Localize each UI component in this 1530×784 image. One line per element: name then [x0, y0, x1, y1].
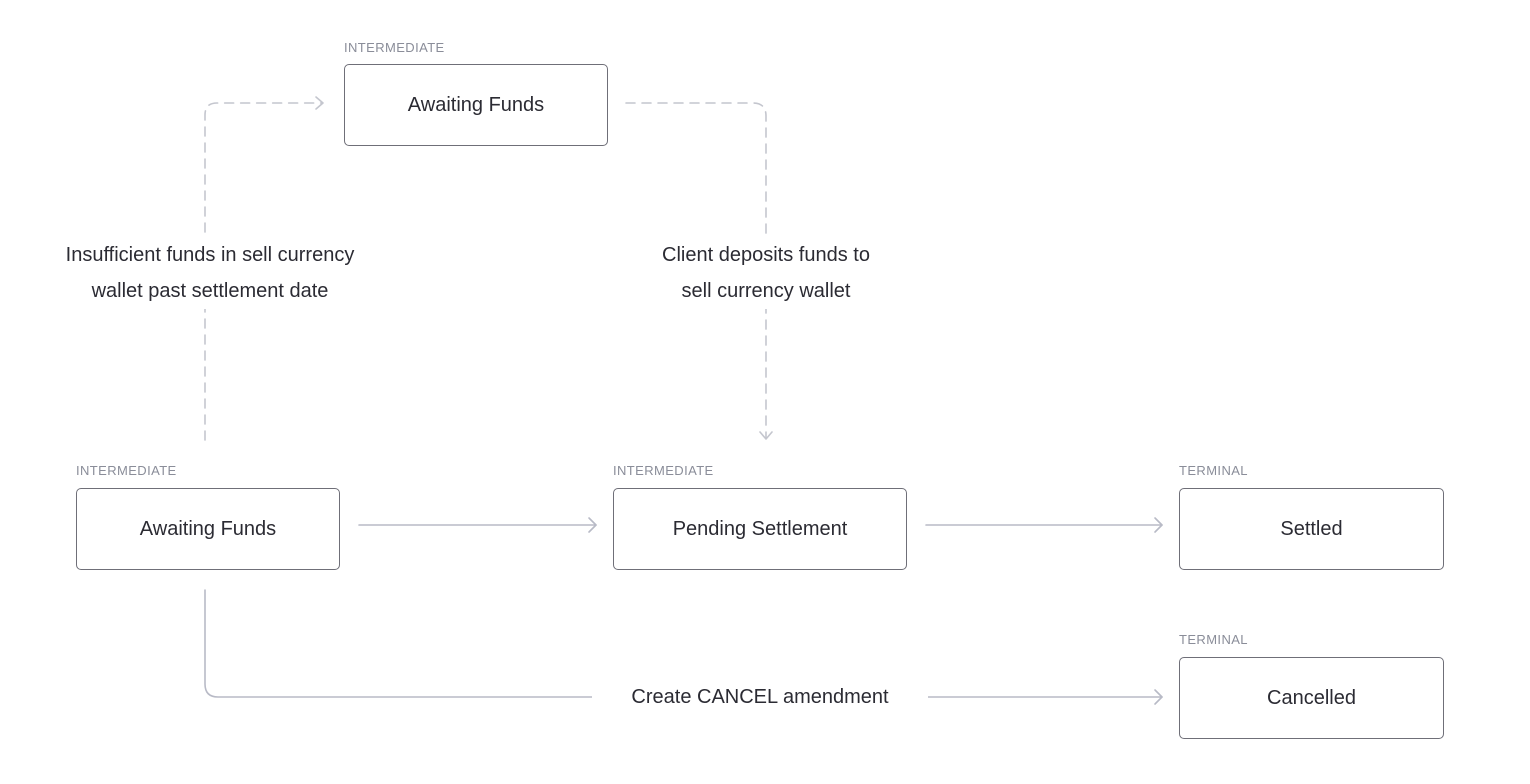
state-awaiting-funds-top[interactable]: Awaiting Funds [344, 64, 608, 146]
state-tag: TERMINAL [1179, 632, 1248, 647]
solid-connector-awaiting-to-cancelled [204, 589, 1163, 698]
state-tag: TERMINAL [1179, 463, 1248, 478]
dashed-connector-to-pending [625, 102, 767, 439]
state-name: Pending Settlement [672, 517, 848, 540]
transition-label-line: Create CANCEL amendment [631, 686, 889, 708]
state-settled[interactable]: Settled [1179, 488, 1444, 570]
state-tag: INTERMEDIATE [344, 40, 445, 55]
arrowhead-right-icon [1154, 689, 1163, 705]
transition-label-line: sell currency wallet [681, 280, 851, 302]
state-name: Awaiting Funds [407, 93, 545, 116]
state-name: Settled [1280, 517, 1343, 540]
transition-label-client-deposits: Client deposits funds to sell currency w… [616, 237, 916, 309]
state-tag: INTERMEDIATE [76, 463, 177, 478]
transition-label-create-cancel: Create CANCEL amendment [592, 679, 928, 715]
state-name: Awaiting Funds [139, 517, 277, 540]
transition-label-line: wallet past settlement date [91, 280, 329, 302]
state-pending-settlement[interactable]: Pending Settlement [613, 488, 907, 570]
dashed-connector-to-top-awaiting [204, 102, 323, 441]
arrowhead-right-icon [1154, 517, 1163, 533]
state-awaiting-funds[interactable]: Awaiting Funds [76, 488, 340, 570]
arrowhead-right-icon [588, 517, 597, 533]
state-tag: INTERMEDIATE [613, 463, 714, 478]
transition-label-line: Client deposits funds to [662, 244, 870, 266]
arrowhead-right-icon [315, 96, 324, 110]
arrowhead-down-icon [759, 431, 773, 440]
state-name: Cancelled [1267, 686, 1356, 709]
transition-label-line: Insufficient funds in sell currency [65, 244, 355, 266]
state-cancelled[interactable]: Cancelled [1179, 657, 1444, 739]
transition-label-insufficient-funds: Insufficient funds in sell currency wall… [20, 237, 400, 309]
